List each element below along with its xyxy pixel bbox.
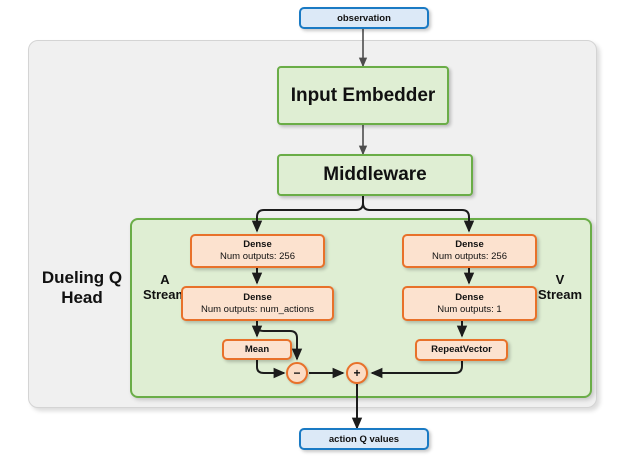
mean-label: Mean: [244, 343, 270, 355]
repeat-vector-label: RepeatVector: [431, 344, 492, 356]
add-operation-node[interactable]: +: [346, 362, 368, 384]
v-stream-dense-256-node[interactable]: Dense Num outputs: 256: [402, 234, 537, 268]
a-stream-dense-actions-node[interactable]: Dense Num outputs: num_actions: [181, 286, 334, 321]
a-stream-dense-256-node[interactable]: Dense Num outputs: 256: [190, 234, 325, 268]
v-stream-dense-1-title: Dense: [455, 291, 484, 303]
mean-node[interactable]: Mean: [222, 339, 292, 360]
dueling-q-head-label-line2: Head: [61, 288, 103, 308]
v-stream-label-line1: V: [555, 272, 565, 287]
add-operation-symbol: +: [353, 366, 361, 380]
v-stream-label-line2: Stream: [537, 287, 583, 303]
action-q-values-label: action Q values: [328, 433, 400, 445]
dueling-q-head-label: Dueling Q Head: [34, 268, 130, 308]
input-embedder-label: Input Embedder: [290, 84, 436, 106]
v-stream-dense-256-title: Dense: [455, 239, 484, 251]
middleware-node[interactable]: Middleware: [277, 154, 473, 196]
v-stream-dense-1-node[interactable]: Dense Num outputs: 1: [402, 286, 537, 321]
a-stream-label-line2: Stream: [142, 287, 188, 303]
a-stream-dense-actions-title: Dense: [243, 291, 272, 303]
a-stream-label-line1: A: [160, 272, 170, 287]
observation-label: observation: [337, 12, 391, 24]
input-embedder-node[interactable]: Input Embedder: [277, 66, 449, 125]
a-stream-dense-256-subtitle: Num outputs: 256: [220, 251, 295, 262]
v-stream-dense-256-subtitle: Num outputs: 256: [432, 251, 507, 262]
a-stream-dense-256-title: Dense: [243, 239, 272, 251]
repeat-vector-node[interactable]: RepeatVector: [415, 339, 508, 361]
action-q-values-node[interactable]: action Q values: [299, 428, 429, 450]
subtract-operation-symbol: −: [293, 366, 301, 380]
v-stream-dense-1-subtitle: Num outputs: 1: [437, 303, 502, 315]
v-stream-label: V Stream: [534, 272, 586, 303]
a-stream-dense-actions-subtitle: Num outputs: num_actions: [200, 303, 314, 315]
a-stream-label: A Stream: [139, 272, 191, 303]
observation-node[interactable]: observation: [299, 7, 429, 29]
subtract-operation-node[interactable]: −: [286, 362, 308, 384]
dueling-q-head-label-line1: Dueling Q: [41, 268, 123, 287]
middleware-label: Middleware: [323, 164, 427, 185]
